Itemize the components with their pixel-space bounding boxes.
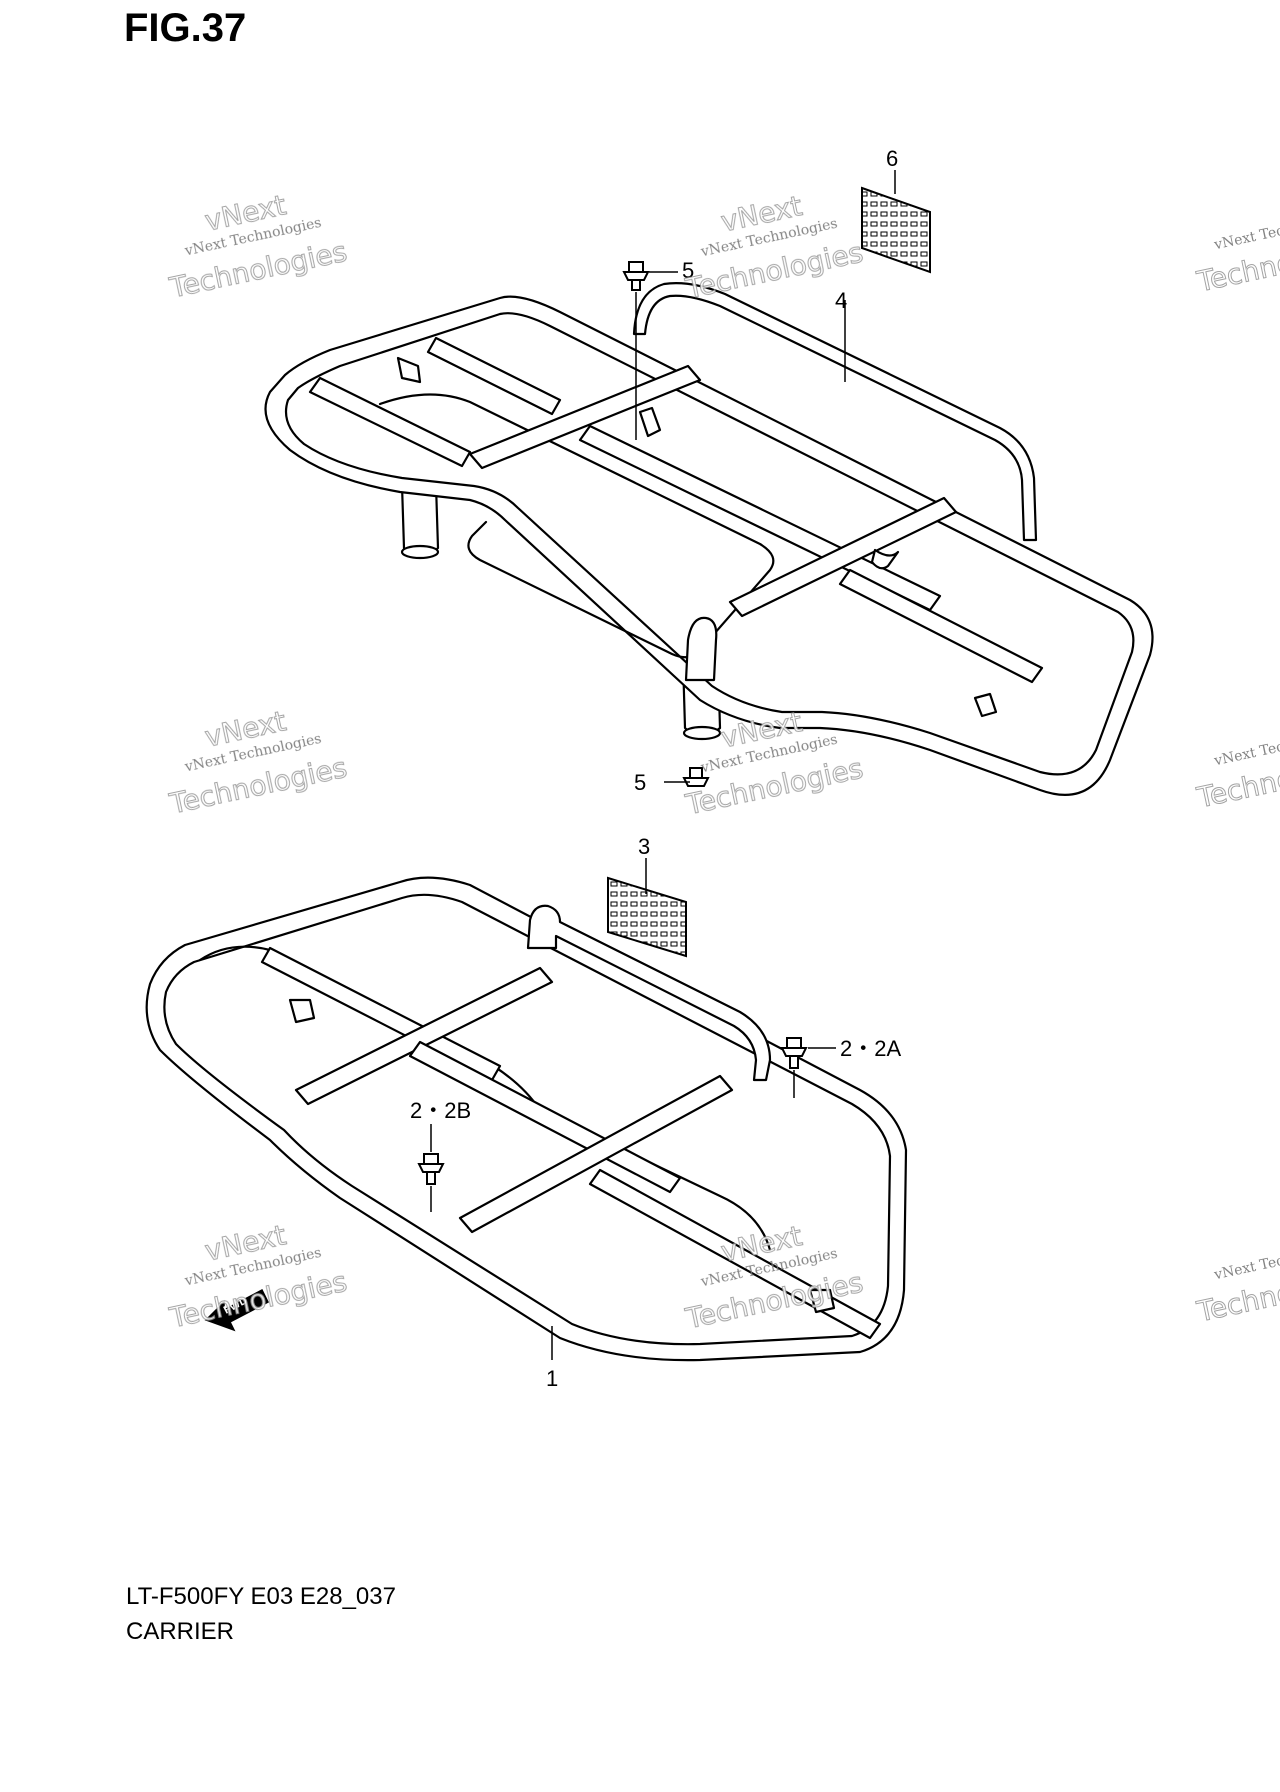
figure-title: FIG.37 <box>124 6 247 50</box>
leader-lines <box>430 170 896 1360</box>
watermark: vNext Technologies Technologies <box>1193 1239 1280 1329</box>
callout-2-2a: 2・2A <box>840 1036 901 1061</box>
decal-6 <box>861 186 931 274</box>
decal-3 <box>607 876 687 958</box>
bolt-2-2a <box>780 1037 808 1069</box>
model-code: LT-F500FY E03 E28_037 <box>126 1583 396 1610</box>
svg-text:vNext Technologies: vNext Technologies <box>1212 725 1280 770</box>
watermark: vNext vNext Technologies Technologies <box>166 1218 351 1335</box>
callout-3: 3 <box>638 834 650 859</box>
callout-5-top: 5 <box>682 258 694 283</box>
callout-5-bottom: 5 <box>634 770 646 795</box>
watermark: vNext Technologies Technologies <box>1193 209 1280 299</box>
callout-6: 6 <box>886 146 898 171</box>
watermark: vNext vNext Technologies Technologies <box>166 188 351 305</box>
svg-text:vNext Technologies: vNext Technologies <box>1212 1239 1280 1284</box>
watermark: vNext vNext Technologies Technologies <box>166 704 351 821</box>
rear-carrier-rack <box>145 876 908 1362</box>
callout-4: 4 <box>835 288 847 313</box>
section-name: CARRIER <box>126 1618 235 1645</box>
callout-1: 1 <box>546 1366 558 1391</box>
callout-2-2b: 2・2B <box>410 1098 471 1123</box>
watermark: vNext vNext Technologies Technologies <box>682 188 867 305</box>
front-carrier-rack <box>264 282 1154 796</box>
watermark: vNext Technologies Technologies <box>1193 725 1280 815</box>
bolt-5-top <box>622 261 650 291</box>
bolt-2-2b <box>417 1153 445 1185</box>
bolt-5-bottom <box>682 767 710 787</box>
svg-text:vNext Technologies: vNext Technologies <box>1212 209 1280 254</box>
